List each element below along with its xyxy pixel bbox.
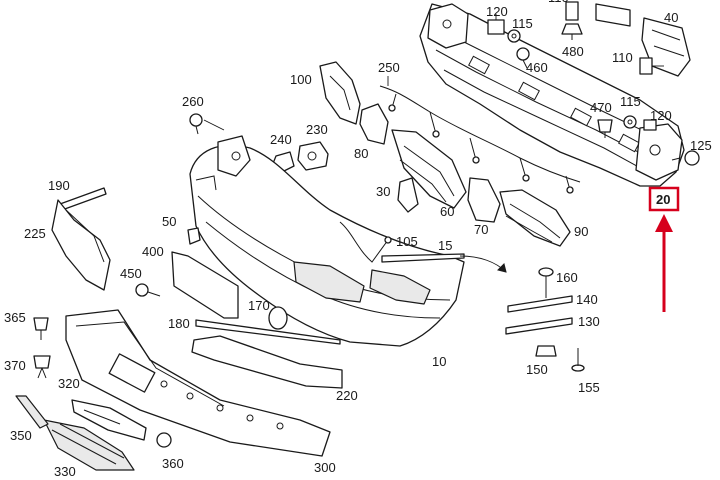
label-260: 260 bbox=[182, 94, 204, 109]
bracket-70 bbox=[467, 177, 501, 223]
label-70: 70 bbox=[474, 222, 488, 237]
screw-155 bbox=[571, 348, 585, 372]
highlight-arrow-head bbox=[655, 214, 673, 232]
label-160: 160 bbox=[556, 270, 578, 285]
label-360: 360 bbox=[162, 456, 184, 471]
cap-170 bbox=[268, 306, 288, 330]
label-80: 80 bbox=[354, 146, 368, 161]
label-30: 30 bbox=[376, 184, 390, 199]
washer-115 bbox=[623, 115, 637, 129]
grille-90 bbox=[499, 189, 571, 247]
grille-60 bbox=[391, 129, 467, 209]
licence-plate-400 bbox=[171, 251, 239, 319]
clip-120 bbox=[643, 119, 657, 131]
label-15: 15 bbox=[438, 238, 452, 253]
label-115-b: 115 bbox=[620, 94, 641, 109]
grille-320 bbox=[71, 399, 147, 441]
bracket-40 bbox=[641, 17, 691, 77]
nut-115-top bbox=[507, 29, 521, 43]
clip-110-right bbox=[639, 57, 664, 75]
label-225: 225 bbox=[24, 226, 46, 241]
label-40: 40 bbox=[664, 10, 678, 25]
label-190: 190 bbox=[48, 178, 70, 193]
strip-350 bbox=[15, 395, 49, 429]
bumper-reinforcement-beam bbox=[419, 3, 685, 187]
label-240: 240 bbox=[270, 132, 292, 147]
label-100: 100 bbox=[290, 72, 312, 87]
label-450: 450 bbox=[120, 266, 142, 281]
label-50: 50 bbox=[162, 214, 176, 229]
clip-365 bbox=[33, 317, 49, 340]
label-365: 365 bbox=[4, 310, 26, 325]
label-180: 180 bbox=[168, 316, 190, 331]
label-470: 470 bbox=[590, 100, 612, 115]
lower-bumper-300 bbox=[65, 309, 331, 457]
clip-50 bbox=[187, 227, 201, 245]
strip-130 bbox=[505, 317, 573, 335]
bolt-160 bbox=[538, 267, 554, 298]
strip-140 bbox=[507, 295, 573, 313]
mesh-330 bbox=[43, 419, 135, 471]
bumper-cover bbox=[189, 135, 465, 347]
cover-30 bbox=[397, 177, 419, 213]
label-110-b: 110 bbox=[612, 50, 633, 65]
label-90: 90 bbox=[574, 224, 588, 239]
label-130: 130 bbox=[578, 314, 600, 329]
label-115-a: 115 bbox=[512, 16, 533, 31]
highlighted-part-20: 20 bbox=[648, 186, 680, 312]
highlight-box bbox=[648, 186, 680, 212]
label-320: 320 bbox=[58, 376, 80, 391]
screw-460 bbox=[516, 47, 530, 69]
screw-260 bbox=[189, 113, 225, 135]
strip-180 bbox=[195, 319, 341, 345]
label-230: 230 bbox=[306, 122, 328, 137]
label-170: 170 bbox=[248, 298, 270, 313]
nut-150 bbox=[535, 345, 557, 357]
clip-450 bbox=[135, 283, 161, 297]
bracket-110-top bbox=[565, 1, 631, 27]
cap-360 bbox=[156, 432, 172, 448]
label-480: 480 bbox=[562, 44, 584, 59]
clip-120-top bbox=[487, 14, 505, 35]
label-220: 220 bbox=[336, 388, 358, 403]
part-labels: 110 120 115 40 480 460 110 250 100 470 1… bbox=[4, 0, 712, 479]
mount-230 bbox=[297, 141, 329, 171]
wiring-harness bbox=[379, 76, 581, 194]
label-150: 150 bbox=[526, 362, 548, 377]
label-370: 370 bbox=[4, 358, 26, 373]
trim-strip-15 bbox=[381, 253, 507, 273]
label-125: 125 bbox=[690, 138, 712, 153]
mounting-bracket-100 bbox=[319, 61, 361, 125]
label-460: 460 bbox=[526, 60, 548, 75]
label-60: 60 bbox=[440, 204, 454, 219]
cable-105 bbox=[339, 221, 392, 263]
label-105: 105 bbox=[396, 234, 418, 249]
label-350: 350 bbox=[10, 428, 32, 443]
label-110-a: 110 bbox=[548, 0, 569, 5]
label-250: 250 bbox=[378, 60, 400, 75]
screw-470 bbox=[597, 119, 613, 138]
clip-370 bbox=[33, 355, 51, 379]
bracket-80 bbox=[359, 103, 389, 145]
label-400: 400 bbox=[142, 244, 164, 259]
label-330: 330 bbox=[54, 464, 76, 479]
label-140: 140 bbox=[576, 292, 598, 307]
bolt-125 bbox=[671, 150, 700, 166]
highlight-label: 20 bbox=[656, 192, 670, 207]
label-120-a: 120 bbox=[486, 4, 508, 19]
label-300: 300 bbox=[314, 460, 336, 475]
grommet-480 bbox=[561, 23, 583, 40]
label-10: 10 bbox=[432, 354, 446, 369]
strip-220 bbox=[191, 335, 343, 389]
label-155: 155 bbox=[578, 380, 600, 395]
side-grille-225 bbox=[51, 199, 111, 291]
label-120-b: 120 bbox=[650, 108, 672, 123]
